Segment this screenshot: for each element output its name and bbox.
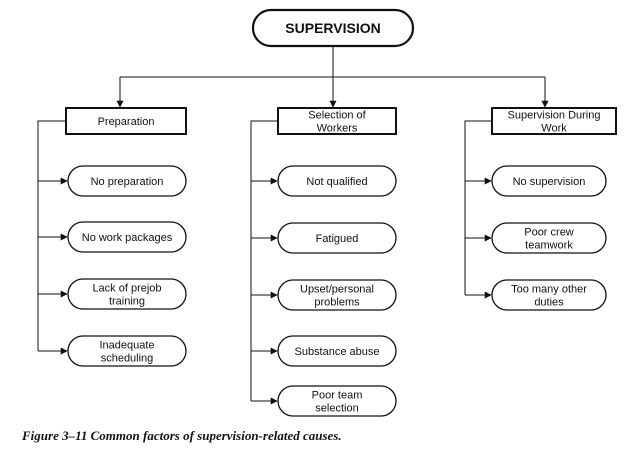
cause-node — [277, 279, 397, 311]
cause-label: scheduling — [101, 353, 154, 365]
category-box — [277, 107, 397, 135]
cause-label: Not qualified — [306, 176, 367, 188]
cause-label: No work packages — [82, 232, 173, 244]
branch-connector — [464, 120, 492, 295]
cause-label: selection — [315, 403, 358, 415]
category-label: Supervision During — [508, 110, 601, 122]
cause-label: Substance abuse — [294, 346, 379, 358]
category-branch: Preparation No preparation No work package… — [37, 107, 187, 367]
cause-label: No supervision — [513, 176, 586, 188]
cause-node — [67, 335, 187, 367]
figure-caption: Figure 3–11 Common factors of supervisio… — [22, 428, 342, 443]
cause-label: teamwork — [525, 240, 573, 252]
cause-node — [491, 279, 607, 311]
category-label: Work — [541, 123, 567, 135]
cause-label: Lack of prejob — [92, 283, 161, 295]
category-box — [491, 107, 617, 135]
cause-node — [67, 165, 187, 197]
cause-node — [277, 335, 397, 367]
branch-connector — [250, 120, 278, 401]
cause-node — [277, 222, 397, 254]
cause-label: No preparation — [91, 176, 164, 188]
category-branches: Preparation No preparation No work package… — [37, 107, 617, 417]
category-label: Preparation — [98, 116, 155, 128]
cause-label: Inadequate — [99, 340, 154, 352]
cause-node — [67, 278, 187, 310]
cause-node — [277, 385, 397, 417]
category-label: Workers — [317, 123, 358, 135]
cause-label: Poor crew — [524, 227, 574, 239]
cause-label: duties — [534, 297, 564, 309]
root-connectors — [116, 46, 549, 108]
root-node-label: SUPERVISION — [285, 20, 380, 36]
cause-node — [491, 222, 607, 254]
branch-connector — [37, 120, 66, 351]
cause-node — [277, 165, 397, 197]
cause-label: Poor team — [312, 390, 363, 402]
category-label: Selection of — [308, 110, 366, 122]
cause-node — [67, 221, 187, 253]
cause-label: problems — [314, 297, 360, 309]
cause-label: Fatigued — [316, 233, 359, 245]
cause-node — [491, 165, 607, 197]
cause-label: Upset/personal — [300, 284, 374, 296]
cause-label: training — [109, 296, 145, 308]
cause-label: Too many other — [511, 284, 587, 296]
